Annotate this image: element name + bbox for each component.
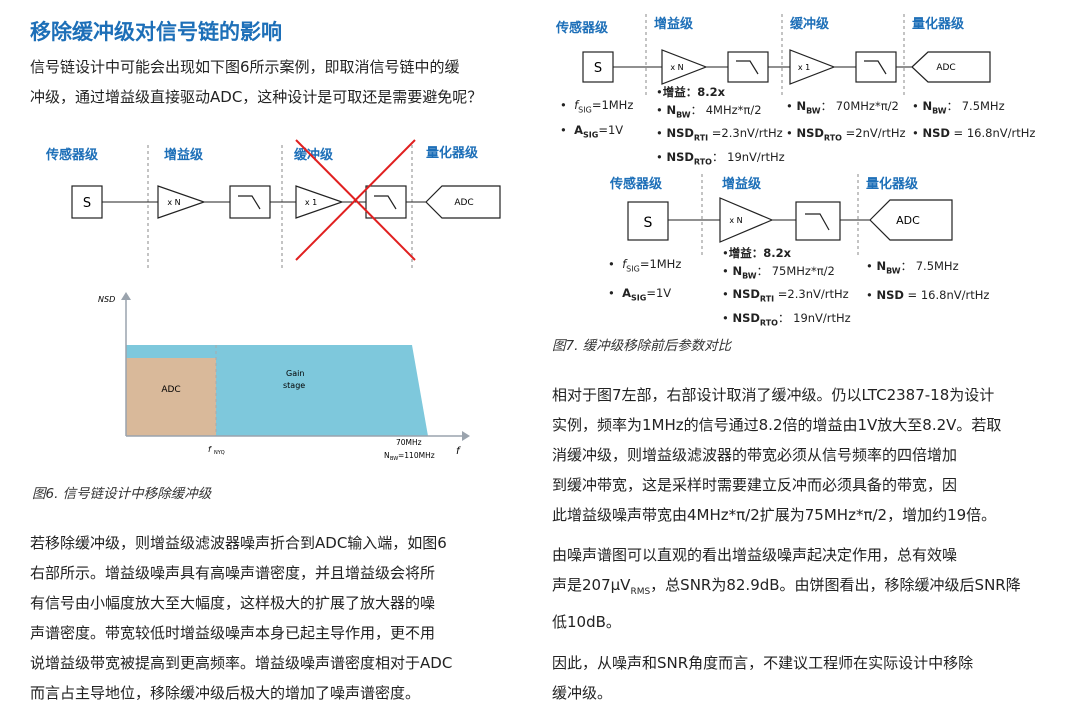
fig6-y-axis-label: NSD [98, 295, 115, 304]
fig6-stage-label-gain: 增益级 [164, 147, 204, 163]
fig7-bottom-source-box [627, 201, 669, 241]
fig6-tick-nbw: N [384, 451, 390, 460]
fig7-top-gain-label: x N [670, 63, 683, 72]
fig6-stage-label-sensor: 传感器级 [45, 147, 99, 163]
fig7-top-gain-amplifier [661, 49, 708, 85]
left-paragraph: 若移除缓冲级，则增益级滤波器噪声折合到ADC输入端，如图6 右部所示。增益级噪声… [30, 534, 453, 702]
fig7-top-chain-diagram: 传感器级 增益级 缓冲级 量化器级 S x N x 1 ADC [555, 14, 991, 98]
fig7-top-stage-buffer: 缓冲级 [790, 16, 830, 32]
fig6-adc-block [425, 185, 501, 219]
fig7-bottom-filter [795, 201, 841, 241]
fig7-bottom-adc-block [869, 199, 953, 241]
fig7-top-stage-quantizer: 量化器级 [912, 16, 965, 32]
fig7-top-stage-sensor: 传感器级 [555, 20, 609, 36]
fig6-gain-amplifier [157, 185, 206, 219]
fig7-top-adc-params: • NBW： 7.5MHz • NSD = 16.8nV/rtHz [912, 99, 1036, 141]
fig7-bottom-chain-diagram: 传感器级 增益级 量化器级 S x N ADC [609, 174, 953, 256]
fig7-bottom-gain-params: •增益：8.2x • NBW： 75MHz*π/2 • NSDRTI =2.3n… [722, 246, 851, 327]
fig6-tick-nbw-value: =110MHz [398, 451, 435, 460]
fig7-top-filter-2 [855, 51, 897, 83]
fig6-gain-label: x N [167, 198, 180, 207]
page-title: 移除缓冲级对信号链的影响 [30, 20, 282, 44]
fig7-bottom-stage-quantizer: 量化器级 [866, 176, 919, 192]
fig7-top-gain-params: •增益：8.2x • NBW： 4MHz*π/2 • NSDRTI =2.3nV… [656, 85, 785, 166]
fig6-adc-label: ADC [454, 198, 473, 208]
right-paragraph-1: 相对于图7左部，右部设计取消了缓冲级。仍以LTC2387-18为设计 实例，频率… [552, 386, 1002, 524]
fig6-stage-label-buffer: 缓冲级 [294, 147, 334, 163]
fig7-caption: 图7. 缓冲级移除前后参数对比 [552, 338, 732, 354]
fig6-tick-fnyq-sub: NYQ [214, 450, 225, 456]
fig6-cross-line-2 [295, 139, 416, 261]
fig6-tick-70mhz: 70MHz [396, 438, 422, 447]
intro-paragraph: 信号链设计中可能会出现如下图6所示案例，即取消信号链中的缓 冲级，通过增益级直接… [30, 58, 483, 106]
fig6-buffer-label: x 1 [305, 198, 317, 207]
fig7-bottom-adc-label: ADC [896, 214, 920, 227]
fig6-adc-region-label: ADC [161, 385, 180, 395]
fig6-stage-label-quantizer: 量化器级 [426, 145, 479, 161]
fig6-adc-region [126, 358, 216, 436]
fig6-signal-chain-diagram: 传感器级 增益级 缓冲级 量化器级 S x N x 1 ADC [45, 139, 501, 270]
fig7-top-source-label: S [594, 61, 602, 76]
fig6-gain-region-label-1: Gain [286, 369, 304, 378]
fig7-top-adc-label: ADC [936, 63, 955, 73]
fig7-bottom-gain-amplifier [719, 197, 774, 243]
fig7-bottom-sensor-params: • fSIG=1MHz • ASIG=1V [608, 257, 682, 303]
fig7-top-sensor-params: • fSIG=1MHz • ASIG=1V [560, 98, 634, 140]
right-paragraph-2: 由噪声谱图可以直观的看出增益级噪声起决定作用，总有效噪 声是207μVRMS，总… [552, 546, 1021, 631]
fig6-nsd-plot: NSD f ADC Gain stage f NYQ 70MHz N BW =1… [98, 292, 470, 462]
fig6-filter-2 [365, 185, 407, 219]
fig6-source-box [71, 185, 103, 219]
fig7-top-filter-1 [727, 51, 769, 83]
fig6-gain-region-label-2: stage [283, 381, 305, 390]
fig6-source-label: S [83, 196, 91, 211]
fig7-bottom-gain-label: x N [729, 216, 742, 225]
fig7-bottom-stage-gain: 增益级 [722, 176, 762, 192]
fig6-tick-nbw-sub: BW [390, 456, 398, 462]
fig7-top-adc-block [911, 51, 991, 83]
fig6-caption: 图6. 信号链设计中移除缓冲级 [32, 486, 212, 502]
fig7-top-buffer-label: x 1 [798, 63, 810, 72]
fig6-tick-fnyq: f [208, 445, 212, 454]
fig6-buffer-amplifier [295, 185, 344, 219]
fig7-bottom-stage-sensor: 传感器级 [609, 176, 663, 192]
fig7-top-buffer-amplifier [789, 49, 836, 85]
fig7-top-buffer-params: • NBW： 70MHz*π/2 • NSDRTO =2nV/rtHz [786, 99, 906, 143]
fig7-bottom-source-label: S [644, 215, 653, 231]
right-paragraph-3: 因此，从噪声和SNR角度而言，不建议工程师在实际设计中移除 缓冲级。 [552, 654, 974, 702]
fig6-x-axis-label: f [456, 446, 461, 457]
fig7-bottom-adc-params: • NBW： 7.5MHz • NSD = 16.8nV/rtHz [866, 259, 990, 303]
fig7-top-stage-gain: 增益级 [654, 16, 694, 32]
fig6-filter-1 [229, 185, 271, 219]
